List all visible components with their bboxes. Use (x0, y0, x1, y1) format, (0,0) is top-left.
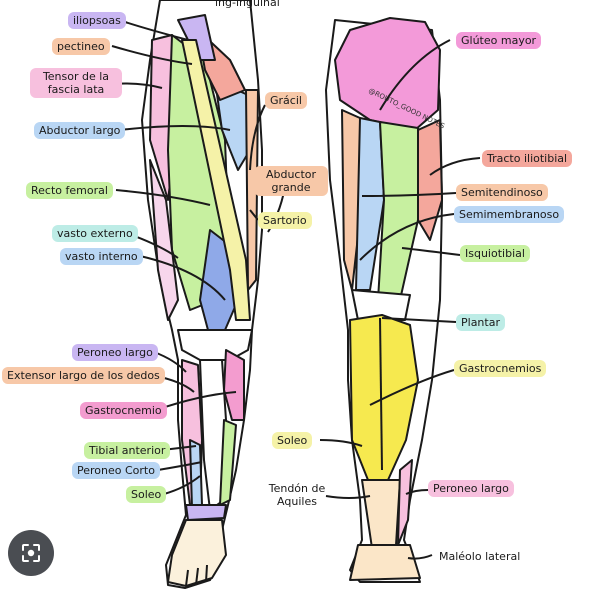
label-sartorio: Sartorio (258, 212, 312, 229)
label-tendon-aquiles: Tendón de Aquiles (268, 482, 326, 508)
label-gluteo-mayor: Glúteo mayor (456, 32, 542, 49)
label-plantar: Plantar (456, 314, 505, 331)
label-tensor-fascia-lata: Tensor de la fascia lata (30, 68, 122, 98)
back-gluteo (334, 17, 441, 131)
label-soleo-back: Soleo (272, 432, 313, 449)
label-recto-femoral: Recto femoral (26, 182, 113, 199)
label-pectineo: pectineo (52, 38, 110, 55)
label-top-cut: ing-inguinal (215, 0, 280, 9)
label-abductor-grande: Abductor grande (254, 166, 328, 196)
label-iliopsoas: iliopsoas (68, 12, 126, 29)
back-foot (349, 544, 421, 581)
label-tracto-iliotibial: Tracto iliotibial (482, 150, 573, 167)
label-abductor-largo: Abductor largo (34, 122, 126, 139)
front-extensor-strip (189, 439, 203, 509)
label-gastrocnemio-front: Gastrocnemio (80, 402, 167, 419)
label-peroneo-corto: Peroneo Corto (72, 462, 160, 479)
label-tibial-anterior: Tibial anterior (84, 442, 171, 459)
label-soleo-front: Soleo (126, 486, 167, 503)
label-peroneo-largo-front: Peroneo largo (72, 344, 158, 361)
front-soleo-strip (219, 419, 237, 506)
front-sartorio (181, 39, 251, 321)
label-extensor-largo: Extensor largo de los dedos (2, 367, 165, 384)
label-maleolo-lateral: Maléolo lateral (439, 550, 521, 563)
label-semitendinoso: Semitendinoso (456, 184, 548, 201)
label-gracil: Grácil (265, 92, 307, 109)
front-ankle-band (185, 504, 227, 521)
label-peroneo-largo-back: Peroneo largo (428, 480, 514, 497)
image-search-icon (22, 544, 40, 562)
image-search-button[interactable] (8, 530, 54, 576)
front-abductor (214, 79, 251, 171)
label-isquiotibial: Isquiotibial (460, 245, 530, 262)
label-vasto-interno: vasto interno (60, 248, 143, 265)
back-peroneo (397, 459, 413, 546)
front-gracil (245, 89, 259, 291)
label-gastrocnemios-back: Gastrocnemios (454, 360, 547, 377)
front-vasto-externo (149, 159, 179, 321)
label-semimembranoso: Semimembranoso (454, 206, 565, 223)
front-foot (167, 519, 227, 587)
label-vasto-externo: vasto externo (52, 225, 138, 242)
